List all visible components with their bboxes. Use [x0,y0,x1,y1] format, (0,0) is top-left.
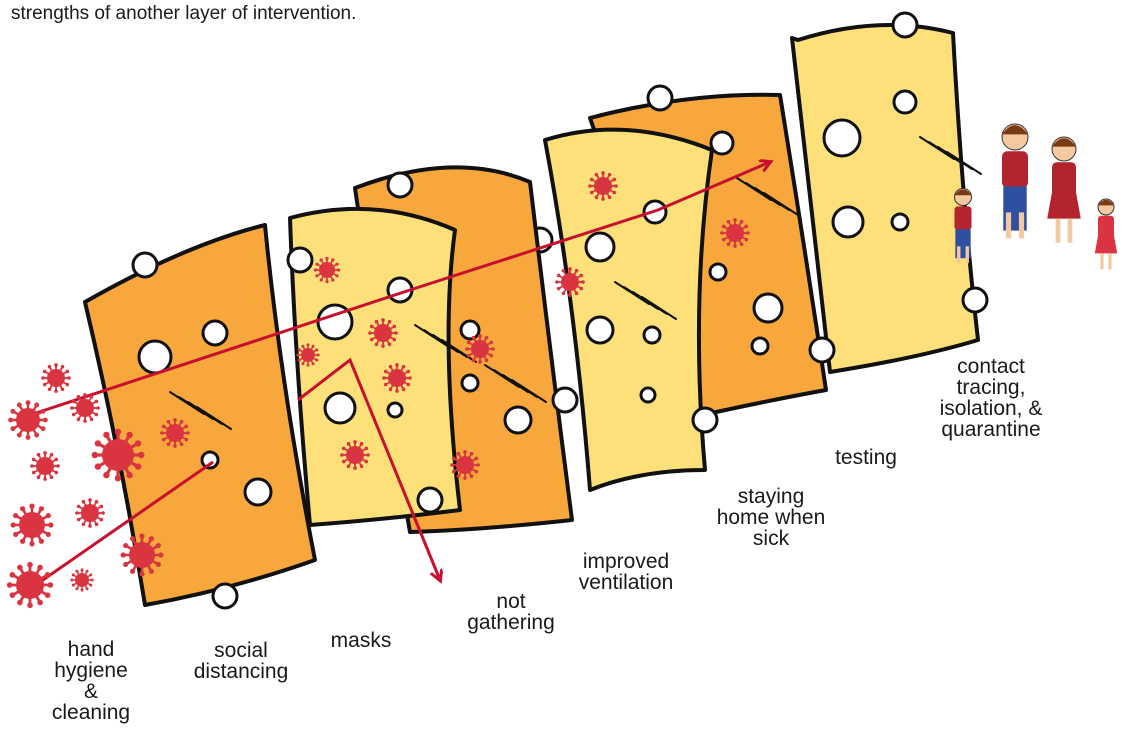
virus-icon [7,562,53,608]
virus-icon [30,451,60,481]
cheese-hole [139,341,171,373]
family-member [1095,199,1117,269]
cheese-hole [644,327,660,343]
family-member [1002,124,1028,238]
virus-icon [70,393,100,423]
label-staying-home: staying home when sick [716,486,826,549]
family-member [1047,137,1081,243]
cheese-hole [245,479,271,505]
cheese-hole [892,214,908,230]
label-improved-ventilation: improved ventilation [566,551,686,593]
virus-icon [70,568,93,591]
cheese-hole [824,120,860,156]
virus-icon [75,498,105,528]
cheese-hole [894,91,916,113]
cheese-hole [710,264,726,280]
cheese-hole [711,132,733,154]
cheese-hole [388,403,402,417]
cheese-hole [461,321,479,339]
cheese-hole [833,207,863,237]
cheese-slices [85,13,987,608]
cheese-hole [754,294,782,322]
label-hand-hygiene: hand hygiene & cleaning [46,639,136,723]
family-member [955,189,972,264]
cheese-hole [641,388,655,402]
label-testing: testing [826,447,906,468]
cheese-hole [586,233,614,261]
virus-icon [41,363,71,393]
label-social-distancing: social distancing [186,640,296,682]
virus-icon [11,504,54,547]
cheese-hole [752,338,768,354]
cheese-hole [462,375,478,391]
label-contact-tracing: contact tracing, isolation, & quarantine [926,356,1056,440]
virus-icon [8,400,48,440]
cheese-hole [325,393,355,423]
cheese-slice-masks [288,209,476,525]
family-illustration [955,124,1118,269]
cheese-hole [505,407,531,433]
label-not-gathering: not gathering [466,591,556,633]
cheese-hole [203,321,227,345]
label-masks: masks [326,630,396,651]
cheese-slice-social-distancing [85,225,315,608]
cheese-hole [587,317,613,343]
